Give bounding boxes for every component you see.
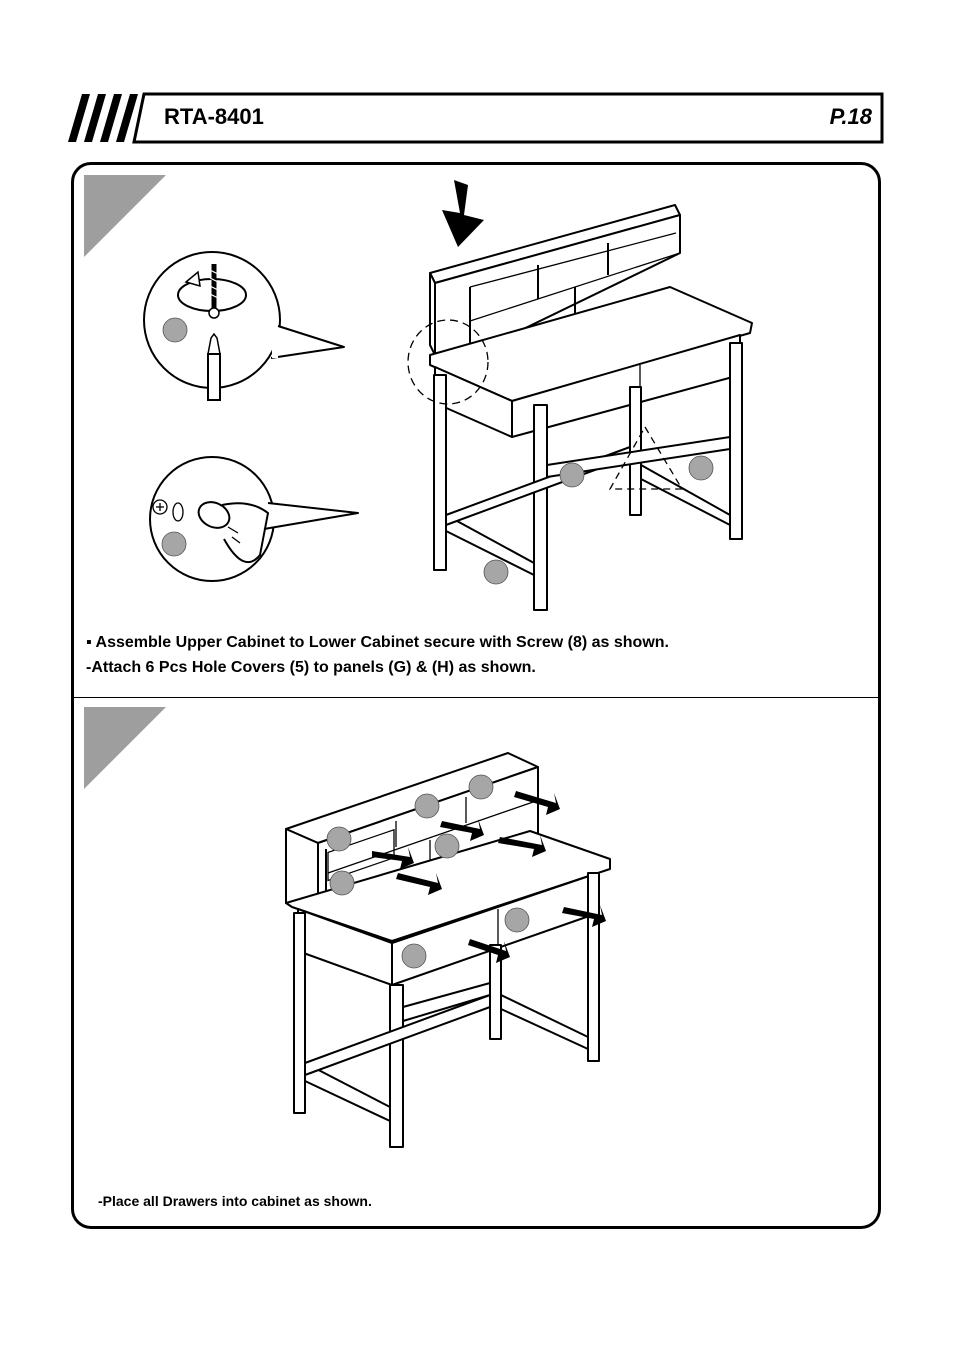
step1-instruction-1: ▪ Assemble Upper Cabinet to Lower Cabine… (86, 634, 669, 651)
model-number: RTA-8401 (164, 104, 264, 129)
desk-assembly-illustration (407, 180, 753, 611)
step2-corner-marker (84, 707, 166, 789)
down-arrow-icon (442, 180, 484, 247)
part-badge (329, 870, 355, 896)
step1-corner-marker (84, 175, 166, 257)
screw-icon (208, 264, 220, 319)
step1-instruction-2: -Attach 6 Pcs Hole Covers (5) to panels … (86, 659, 536, 676)
part-badge (559, 462, 585, 488)
step-divider (71, 697, 881, 698)
part-badge (434, 833, 460, 859)
part-badge (688, 455, 714, 481)
screw-detail-callout (143, 251, 345, 401)
page-number: P.18 (829, 104, 872, 129)
part-badge (414, 793, 440, 819)
part-badge (326, 826, 352, 852)
header-frame (68, 92, 884, 144)
hole-cover-detail-callout (149, 456, 359, 582)
part-badge (162, 317, 188, 343)
instruction-panel (71, 162, 881, 1229)
part-badge (161, 531, 187, 557)
hole-cover-icon (152, 499, 184, 522)
part-badge (504, 907, 530, 933)
part-badge (401, 943, 427, 969)
page-header: RTA-8401 P.18 (68, 92, 884, 144)
finger-press-icon (197, 501, 269, 564)
screwdriver-icon (207, 332, 221, 401)
push-arrow-icon (372, 791, 606, 963)
header-stripes-icon (68, 94, 138, 142)
drawer-insertion-illustration (285, 752, 611, 1148)
step2-instruction-1: -Place all Drawers into cabinet as shown… (98, 1193, 372, 1209)
part-badge (468, 774, 494, 800)
part-badge (483, 559, 509, 585)
